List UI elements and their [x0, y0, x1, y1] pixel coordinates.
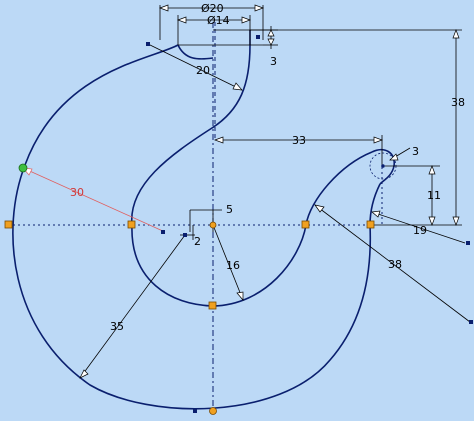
- dim-dia-inner-shank[interactable]: Ø14: [207, 14, 230, 27]
- dim-radius-outer-tip[interactable]: 19: [413, 224, 427, 237]
- dim-top-offset[interactable]: 3: [270, 55, 277, 68]
- dim-dia-outer-shank[interactable]: Ø20: [201, 2, 224, 15]
- dim-height-total[interactable]: 38: [451, 96, 465, 109]
- dim-radius-inner[interactable]: 16: [226, 259, 240, 272]
- dim-radius-tip-arc[interactable]: 38: [388, 258, 402, 271]
- sketch-points[interactable]: [4, 220, 375, 415]
- point-left-inner: [127, 220, 136, 229]
- point-bottom-outer: [209, 407, 217, 415]
- inner-arc[interactable]: [131, 224, 307, 307]
- tip-center-point[interactable]: [381, 164, 385, 168]
- dim-tip-height[interactable]: 11: [427, 189, 441, 202]
- dim-offset-y[interactable]: 2: [194, 235, 201, 248]
- point-center: [209, 221, 217, 229]
- point-right-inner: [301, 220, 310, 229]
- active-sketch-point[interactable]: [18, 163, 28, 173]
- point-bottom-inner: [208, 301, 217, 310]
- hook-profile[interactable]: [12, 30, 395, 410]
- outer-body-arc[interactable]: [12, 44, 372, 410]
- point-right-outer: [366, 220, 375, 229]
- shank-inner-curve[interactable]: [131, 44, 251, 226]
- dimension-handles[interactable]: [146, 35, 473, 413]
- tip-outer-curve[interactable]: [369, 183, 381, 226]
- dim-radius-shank-bend[interactable]: 20: [196, 64, 210, 77]
- dimension-lines: [22, 5, 471, 379]
- dim-horizontal-to-tip[interactable]: 33: [292, 134, 306, 147]
- arrowheads: [79, 4, 460, 379]
- dim-radius-selected[interactable]: 30: [70, 186, 84, 199]
- dim-offset-x[interactable]: 5: [226, 203, 233, 216]
- point-left-outer: [4, 220, 13, 229]
- dim-radius-outer-body[interactable]: 35: [110, 320, 124, 333]
- tip-inner-curve[interactable]: [305, 151, 373, 226]
- shank-outer-curve[interactable]: [177, 44, 214, 60]
- dim-radius-tip[interactable]: 3: [412, 145, 419, 158]
